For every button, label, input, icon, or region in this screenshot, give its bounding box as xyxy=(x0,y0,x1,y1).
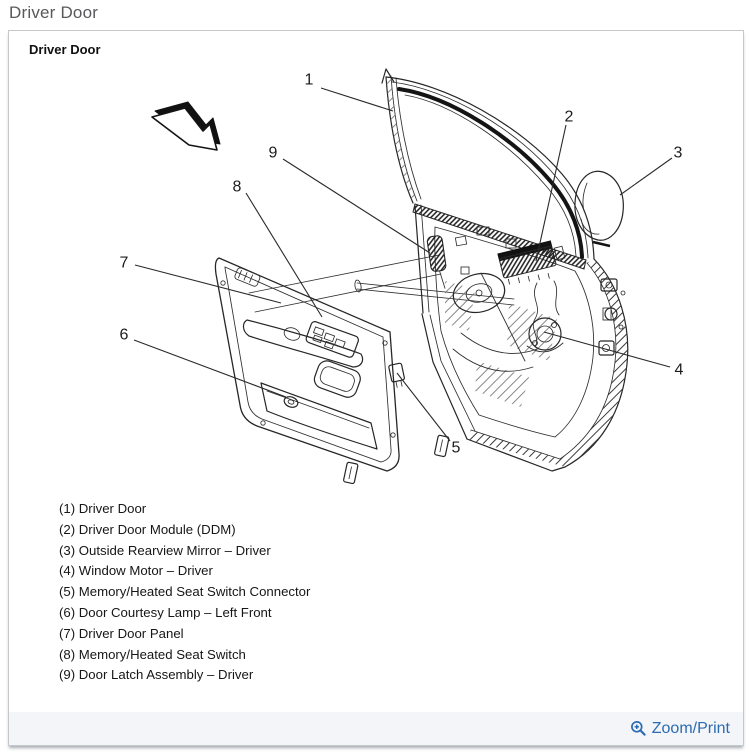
toolbar: Zoom/Print xyxy=(9,712,743,745)
callout-leader-3 xyxy=(619,157,673,196)
legend-item: (2) Driver Door Module (DDM) xyxy=(59,521,236,537)
direction-arrow-icon xyxy=(151,101,221,151)
legend-item: (9) Door Latch Assembly – Driver xyxy=(59,667,254,683)
zoom-print-label: Zoom/Print xyxy=(651,719,730,737)
diagram-panel: 1 2 3 4 5 6 7 8 9 Driver Door (1) Driver Door (2)… xyxy=(8,30,744,746)
window-motor xyxy=(526,317,564,353)
callout-number-3: 3 xyxy=(674,145,683,162)
callout-leader-8 xyxy=(245,192,323,318)
legend-item: (5) Memory/Heated Seat Switch Connector xyxy=(59,584,311,600)
door-shell xyxy=(381,68,629,472)
trim-panel xyxy=(214,257,400,472)
callout-leader-9 xyxy=(282,158,431,254)
callout-number-1: 1 xyxy=(305,72,314,89)
callout-leader-2 xyxy=(535,124,567,262)
callout-leader-6 xyxy=(133,339,287,398)
retainer-clips xyxy=(343,434,450,485)
callout-number-9: 9 xyxy=(269,145,278,162)
legend-item: (7) Driver Door Panel xyxy=(59,625,184,641)
ddm-module xyxy=(497,240,566,285)
seat-switch-connector xyxy=(388,362,405,388)
callout-number-6: 6 xyxy=(120,327,129,344)
callout-number-4: 4 xyxy=(675,362,684,379)
hinge-hardware xyxy=(598,278,626,356)
callout-number-5: 5 xyxy=(452,440,461,457)
legend-item: (8) Memory/Heated Seat Switch xyxy=(59,646,246,662)
seat-switch-cluster xyxy=(305,321,360,358)
callouts: 1 2 3 4 5 6 7 8 9 xyxy=(120,72,684,457)
callout-number-8: 8 xyxy=(233,179,242,196)
callout-leader-1 xyxy=(320,87,394,112)
zoom-print-button[interactable]: Zoom/Print xyxy=(630,720,730,738)
callout-leader-7 xyxy=(134,264,282,304)
callout-leader-4 xyxy=(543,331,671,368)
legend-item: (1) Driver Door xyxy=(59,501,147,516)
driver-door-diagram: 1 2 3 4 5 6 7 8 9 xyxy=(120,68,684,485)
alignment-rods xyxy=(248,254,515,313)
outside-mirror xyxy=(574,170,624,248)
legend-item: (3) Outside Rearview Mirror – Driver xyxy=(59,542,271,558)
callout-leader-5 xyxy=(396,372,451,442)
callout-number-2: 2 xyxy=(565,109,574,126)
door-latch xyxy=(426,235,447,289)
tweeter-grille xyxy=(234,267,261,287)
courtesy-lamp xyxy=(283,396,299,408)
page-title: Driver Door xyxy=(9,3,99,22)
diagram-title: Driver Door xyxy=(29,42,101,57)
legend: (1) Driver Door (2) Driver Door Module (D… xyxy=(59,499,310,686)
legend-item: (6) Door Courtesy Lamp – Left Front xyxy=(59,604,272,620)
door-pull xyxy=(313,360,361,398)
magnifier-plus-icon xyxy=(630,720,647,737)
speaker xyxy=(452,272,506,314)
legend-item: (4) Window Motor – Driver xyxy=(59,563,213,579)
callout-number-7: 7 xyxy=(120,255,129,272)
